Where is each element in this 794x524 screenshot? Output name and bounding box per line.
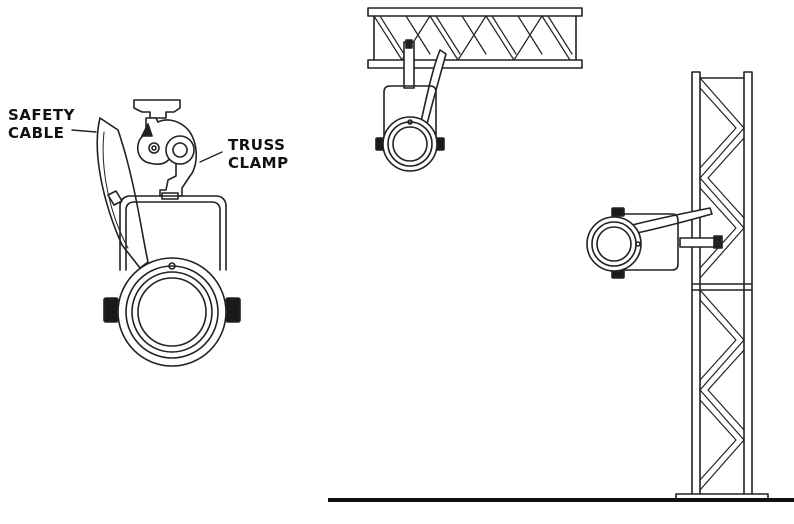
- hang-ring: [387, 121, 433, 167]
- truss-top-chord: [367, 7, 583, 17]
- housing-lens-outer: [131, 271, 213, 353]
- side-screw: [635, 241, 641, 247]
- housing-top-screw: [168, 262, 176, 270]
- side-top-knob: [611, 207, 625, 217]
- hang-yoke: [383, 85, 437, 141]
- left-knob: [103, 297, 119, 323]
- side-mounted-fixture-icon: [586, 207, 723, 279]
- safety-cable-label: SAFETY CABLE: [8, 106, 75, 142]
- side-lens: [596, 226, 632, 262]
- side-clamp-knob: [713, 235, 723, 249]
- hang-screw: [407, 119, 413, 125]
- right-knob: [225, 297, 241, 323]
- housing-lens: [137, 277, 207, 347]
- hanging-fixture-icon: [375, 39, 447, 172]
- yoke-inner: [125, 201, 221, 271]
- hang-clamp: [403, 41, 415, 89]
- truss-bottom-chord: [367, 59, 583, 69]
- tower-web-lower: [699, 289, 745, 491]
- hanging-truss-icon: [367, 7, 583, 69]
- clamp-arrow: [141, 123, 153, 137]
- clamp-t-knob: [133, 99, 181, 119]
- clamp-jaw: [165, 135, 195, 165]
- safety-cable-inner: [102, 131, 129, 249]
- side-safety-cable: [627, 207, 713, 235]
- housing-outer: [117, 257, 227, 367]
- tower-web-upper: [699, 77, 745, 279]
- safety-cable-label-line1: SAFETY: [8, 106, 75, 124]
- truss-clamp-label-line2: CLAMP: [228, 154, 289, 172]
- clamp-jaw-hole: [172, 142, 188, 158]
- truss-clamp-label: TRUSS CLAMP: [228, 136, 289, 172]
- yoke: [119, 195, 227, 271]
- truss-clamp-label-line1: TRUSS: [228, 136, 286, 154]
- truss-clamp-leader: [199, 151, 223, 163]
- clamp-bolt: [148, 142, 160, 154]
- safety-cable-label-line2: CABLE: [8, 124, 65, 142]
- truss-web: [373, 15, 573, 61]
- side-yoke: [615, 213, 679, 271]
- housing-ring: [125, 265, 219, 359]
- ground-line: [328, 498, 794, 502]
- hang-clamp-knob: [405, 39, 413, 49]
- clamp-bolt-inner: [151, 145, 157, 151]
- vertical-truss-tower-icon: [675, 71, 769, 501]
- hang-lens: [392, 126, 428, 162]
- side-housing: [586, 216, 642, 272]
- hang-housing: [382, 116, 438, 172]
- safety-cable-leader: [71, 129, 97, 133]
- fixture-detail-icon: [96, 99, 241, 367]
